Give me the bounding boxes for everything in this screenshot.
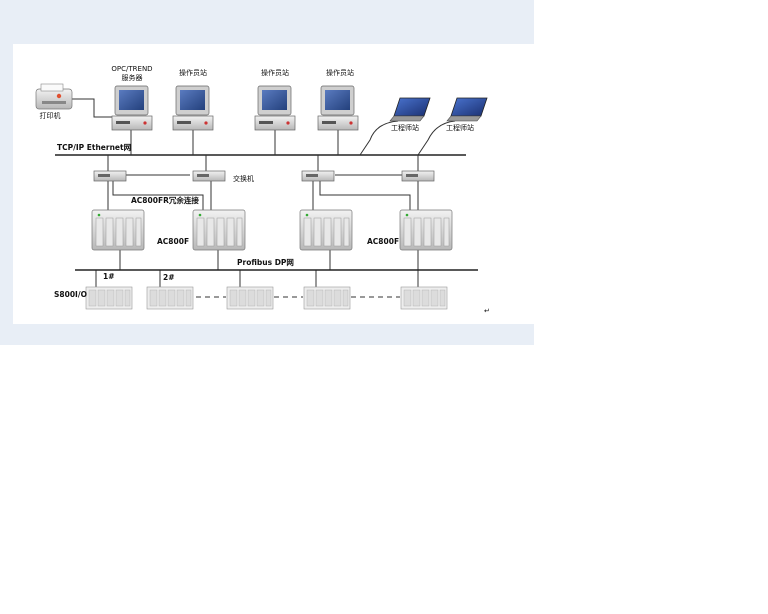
label-operator-station-1: 操作员站 (179, 68, 207, 77)
label-printer: 打印机 (40, 111, 61, 120)
label-ac800f-2: AC800F (367, 237, 399, 246)
operator-station-2 (254, 85, 296, 131)
switch-2 (192, 170, 226, 182)
label-opc-server-line2: 服务器 (122, 73, 143, 82)
label-operator-station-2: 操作员站 (261, 68, 289, 77)
diagram-canvas: OPC/TREND 服务器 操作员站 操作员站 操作员站 工程师站 工程师站 打… (13, 44, 534, 324)
label-engineering-station-2: 工程师站 (446, 123, 474, 132)
s800-io-module-1 (85, 286, 133, 310)
label-operator-station-3: 操作员站 (326, 68, 354, 77)
switch-3 (301, 170, 335, 182)
label-tcp-network: TCP/IP Ethernet网 (57, 143, 132, 152)
network-diagram: OPC/TREND 服务器 操作员站 操作员站 操作员站 工程师站 工程师站 打… (35, 65, 490, 315)
engineering-laptop-1 (389, 97, 431, 122)
label-s800io: S800I/O (54, 290, 87, 299)
operator-station-1 (172, 85, 214, 131)
s800-io-module-4 (303, 286, 351, 310)
operator-station-3 (317, 85, 359, 131)
ac800f-controller-4 (399, 209, 453, 251)
ac800f-controller-1 (91, 209, 145, 251)
switch-1 (93, 170, 127, 182)
label-ac800f-1: AC800F (157, 237, 189, 246)
printer-icon (35, 83, 73, 110)
label-node-2: 2# (163, 273, 175, 282)
ac800f-controller-3 (299, 209, 353, 251)
label-switch: 交换机 (233, 174, 254, 183)
label-redundant-link: AC800FR冗余连接 (131, 195, 199, 205)
ac800f-controller-2 (192, 209, 246, 251)
label-profibus: Profibus DP网 (237, 258, 294, 267)
label-engineering-station-1: 工程师站 (391, 123, 419, 132)
connection-lines (71, 98, 456, 287)
engineering-laptop-2 (446, 97, 488, 122)
paragraph-mark: ↵ (484, 307, 490, 315)
s800-io-module-3 (226, 286, 274, 310)
opc-server-computer (111, 85, 153, 131)
switch-4 (401, 170, 435, 182)
s800-io-module-2 (146, 286, 194, 310)
label-node-1: 1# (103, 272, 115, 281)
s800-io-module-5 (400, 286, 448, 310)
label-opc-server-line1: OPC/TREND (111, 65, 152, 73)
